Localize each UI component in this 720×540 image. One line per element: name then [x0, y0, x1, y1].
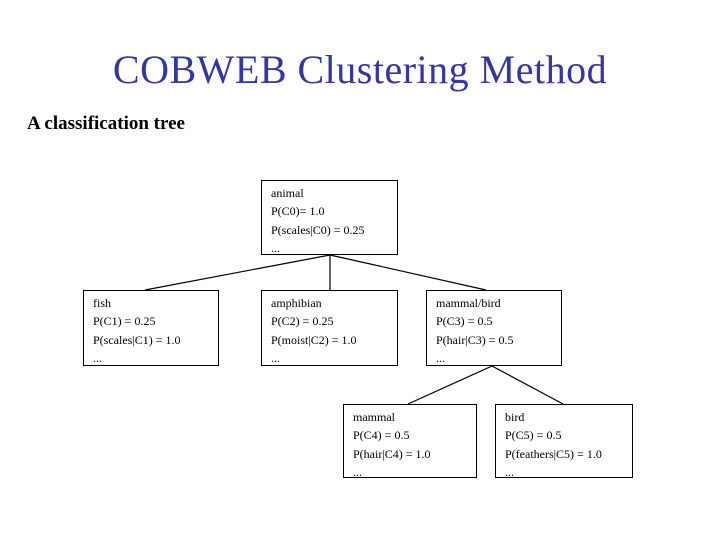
node-conditional-probability: P(scales|C1) = 1.0 — [93, 332, 181, 347]
node-prior-probability: P(C1) = 0.25 — [93, 314, 156, 329]
tree-node-mammal-bird: mammal/bird P(C3) = 0.5 P(hair|C3) = 0.5… — [426, 290, 562, 366]
node-prior-probability: P(C5) = 0.5 — [505, 428, 562, 443]
node-label: amphibian — [271, 296, 322, 310]
edge-animal-mammal-bird — [329, 254, 487, 291]
node-conditional-probability: P(hair|C3) = 0.5 — [436, 332, 514, 347]
edge-mammal-bird-bird — [491, 365, 564, 405]
node-conditional-probability: P(feathers|C5) = 1.0 — [505, 446, 602, 461]
node-label: fish — [93, 296, 111, 310]
node-conditional-probability: P(hair|C4) = 1.0 — [353, 446, 431, 461]
tree-node-fish: fish P(C1) = 0.25 P(scales|C1) = 1.0 ... — [83, 290, 219, 366]
node-prior-probability: P(C2) = 0.25 — [271, 314, 334, 329]
node-conditional-probability: P(scales|C0) = 0.25 — [271, 222, 365, 237]
edge-animal-fish — [144, 254, 331, 291]
node-prior-probability: P(C3) = 0.5 — [436, 314, 493, 329]
node-ellipsis: ... — [505, 465, 514, 480]
node-ellipsis: ... — [271, 351, 280, 366]
node-ellipsis: ... — [93, 351, 102, 366]
page-title: COBWEB Clustering Method — [112, 47, 608, 92]
node-label: bird — [505, 410, 525, 424]
node-prior-probability: P(C0)= 1.0 — [271, 204, 325, 219]
node-conditional-probability: P(moist|C2) = 1.0 — [271, 332, 357, 347]
node-ellipsis: ... — [271, 241, 280, 256]
tree-node-amphibian: amphibian P(C2) = 0.25 P(moist|C2) = 1.0… — [261, 290, 398, 366]
node-ellipsis: ... — [353, 465, 362, 480]
node-label: mammal/bird — [436, 296, 501, 310]
node-prior-probability: P(C4) = 0.5 — [353, 428, 410, 443]
tree-node-mammal: mammal P(C4) = 0.5 P(hair|C4) = 1.0 ... — [343, 404, 477, 480]
tree-node-bird: bird P(C5) = 0.5 P(feathers|C5) = 1.0 ..… — [495, 404, 633, 480]
node-label: animal — [271, 186, 304, 200]
node-label: mammal — [353, 410, 395, 424]
node-ellipsis: ... — [436, 351, 445, 366]
slide-subtitle: A classification tree — [27, 113, 185, 134]
edge-mammal-bird-mammal — [407, 365, 493, 405]
tree-node-animal: animal P(C0)= 1.0 P(scales|C0) = 0.25 ..… — [261, 180, 398, 255]
